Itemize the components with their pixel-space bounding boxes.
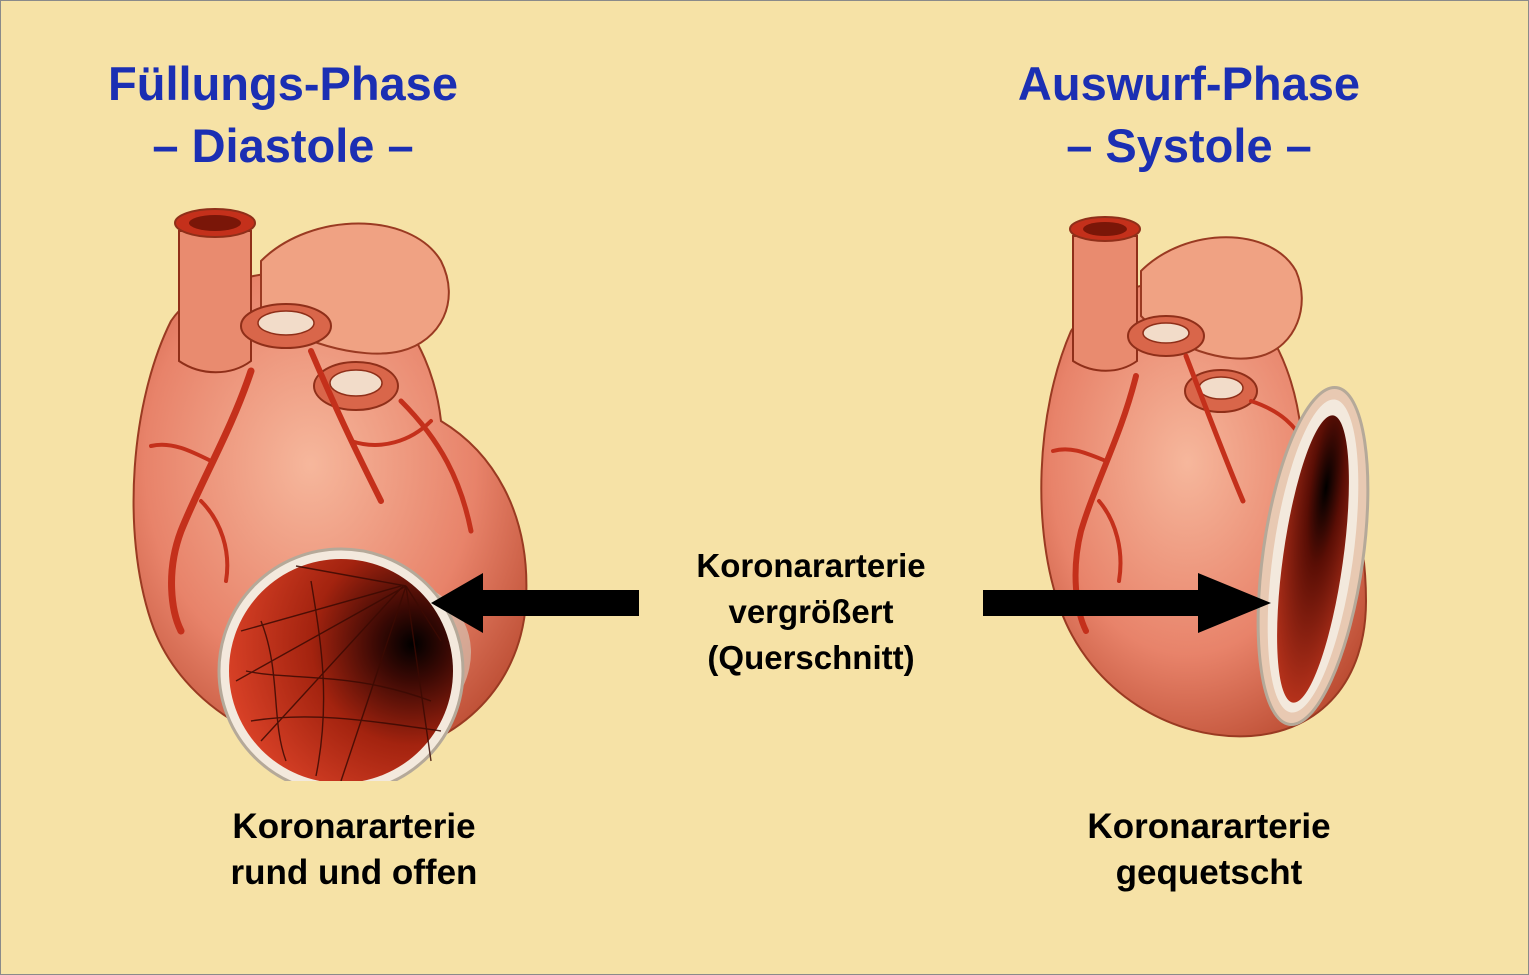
heart-diastole-illustration (111, 201, 541, 781)
center-label-line2: vergrößert (641, 589, 981, 635)
left-title-line2: – Diastole – (83, 115, 483, 177)
left-title: Füllungs-Phase – Diastole – (83, 53, 483, 177)
left-caption-line2: rund und offen (174, 850, 534, 896)
right-caption: Koronararterie gequetscht (1029, 804, 1389, 896)
right-title-line2: – Systole – (989, 115, 1389, 177)
center-label-line1: Koronararterie (641, 543, 981, 589)
left-title-line1: Füllungs-Phase (83, 53, 483, 115)
right-title-line1: Auswurf-Phase (989, 53, 1389, 115)
right-title: Auswurf-Phase – Systole – (989, 53, 1389, 177)
heart-systole-illustration (1021, 211, 1381, 751)
aorta (179, 231, 251, 372)
left-caption: Koronararterie rund und offen (174, 804, 534, 896)
right-caption-line2: gequetscht (1029, 850, 1389, 896)
arrow-left (431, 573, 641, 633)
arrow-right (983, 573, 1273, 633)
right-caption-line1: Koronararterie (1029, 804, 1389, 850)
center-label-line3: (Querschnitt) (641, 635, 981, 681)
center-label: Koronararterie vergrößert (Querschnitt) (641, 543, 981, 681)
aorta (1073, 236, 1137, 371)
left-caption-line1: Koronararterie (174, 804, 534, 850)
